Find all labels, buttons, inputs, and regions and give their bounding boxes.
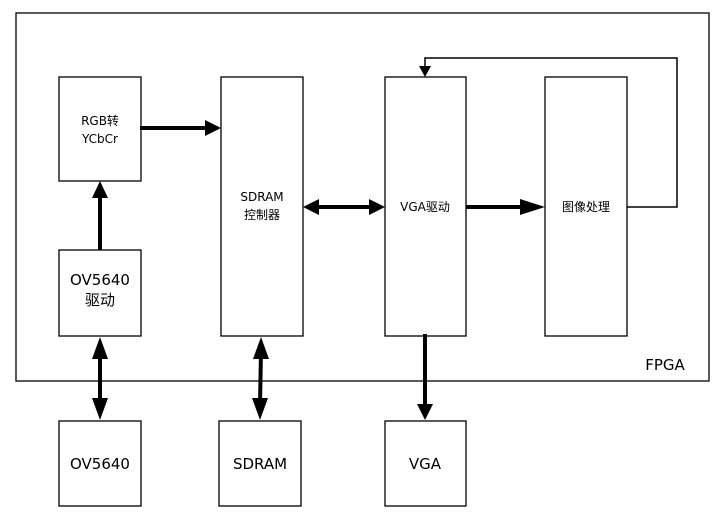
image-processing-block: 图像处理 [544, 76, 628, 337]
rgb-ycbcr-block: RGB转 YCbCr [58, 76, 142, 182]
rgb-ycbcr-label-line2: YCbCr [81, 132, 118, 146]
ov5640-driver-block: OV5640 驱动 [58, 249, 142, 337]
ov5640-driver-label-line2: 驱动 [85, 291, 115, 309]
sdram-controller-label-line2: 控制器 [244, 208, 280, 222]
ov5640-driver-label-line1: OV5640 [70, 271, 130, 289]
sdram-external-label: SDRAM [233, 455, 287, 473]
arrow-rgb-to-sdram-controller [140, 120, 221, 136]
sdram-controller-block: SDRAM 控制器 [220, 76, 304, 337]
ov5640-external-block: OV5640 [58, 420, 142, 507]
arrow-vga-driver-to-image-processing [466, 199, 545, 215]
sdram-external-block: SDRAM [218, 420, 302, 507]
rgb-ycbcr-label-line1: RGB转 [81, 113, 119, 128]
ov5640-external-label: OV5640 [70, 455, 130, 473]
arrow-ov5640driver-ov5640 [92, 337, 108, 420]
arrow-feedback-image-processing-to-vga-driver [419, 57, 678, 208]
sdram-controller-label-line1: SDRAM [240, 190, 283, 204]
arrow-sdram-controller-sdram [252, 337, 269, 420]
arrow-vga-driver-to-vga [417, 334, 433, 420]
arrow-ov5640driver-to-rgb [92, 181, 108, 250]
arrow-sdram-controller-vga-driver [303, 199, 385, 215]
vga-external-label: VGA [409, 455, 442, 473]
image-processing-label: 图像处理 [562, 200, 610, 214]
vga-driver-label: VGA驱动 [400, 200, 450, 214]
fpga-label: FPGA [645, 356, 685, 374]
vga-external-block: VGA [384, 420, 467, 507]
vga-driver-block: VGA驱动 [384, 76, 467, 337]
